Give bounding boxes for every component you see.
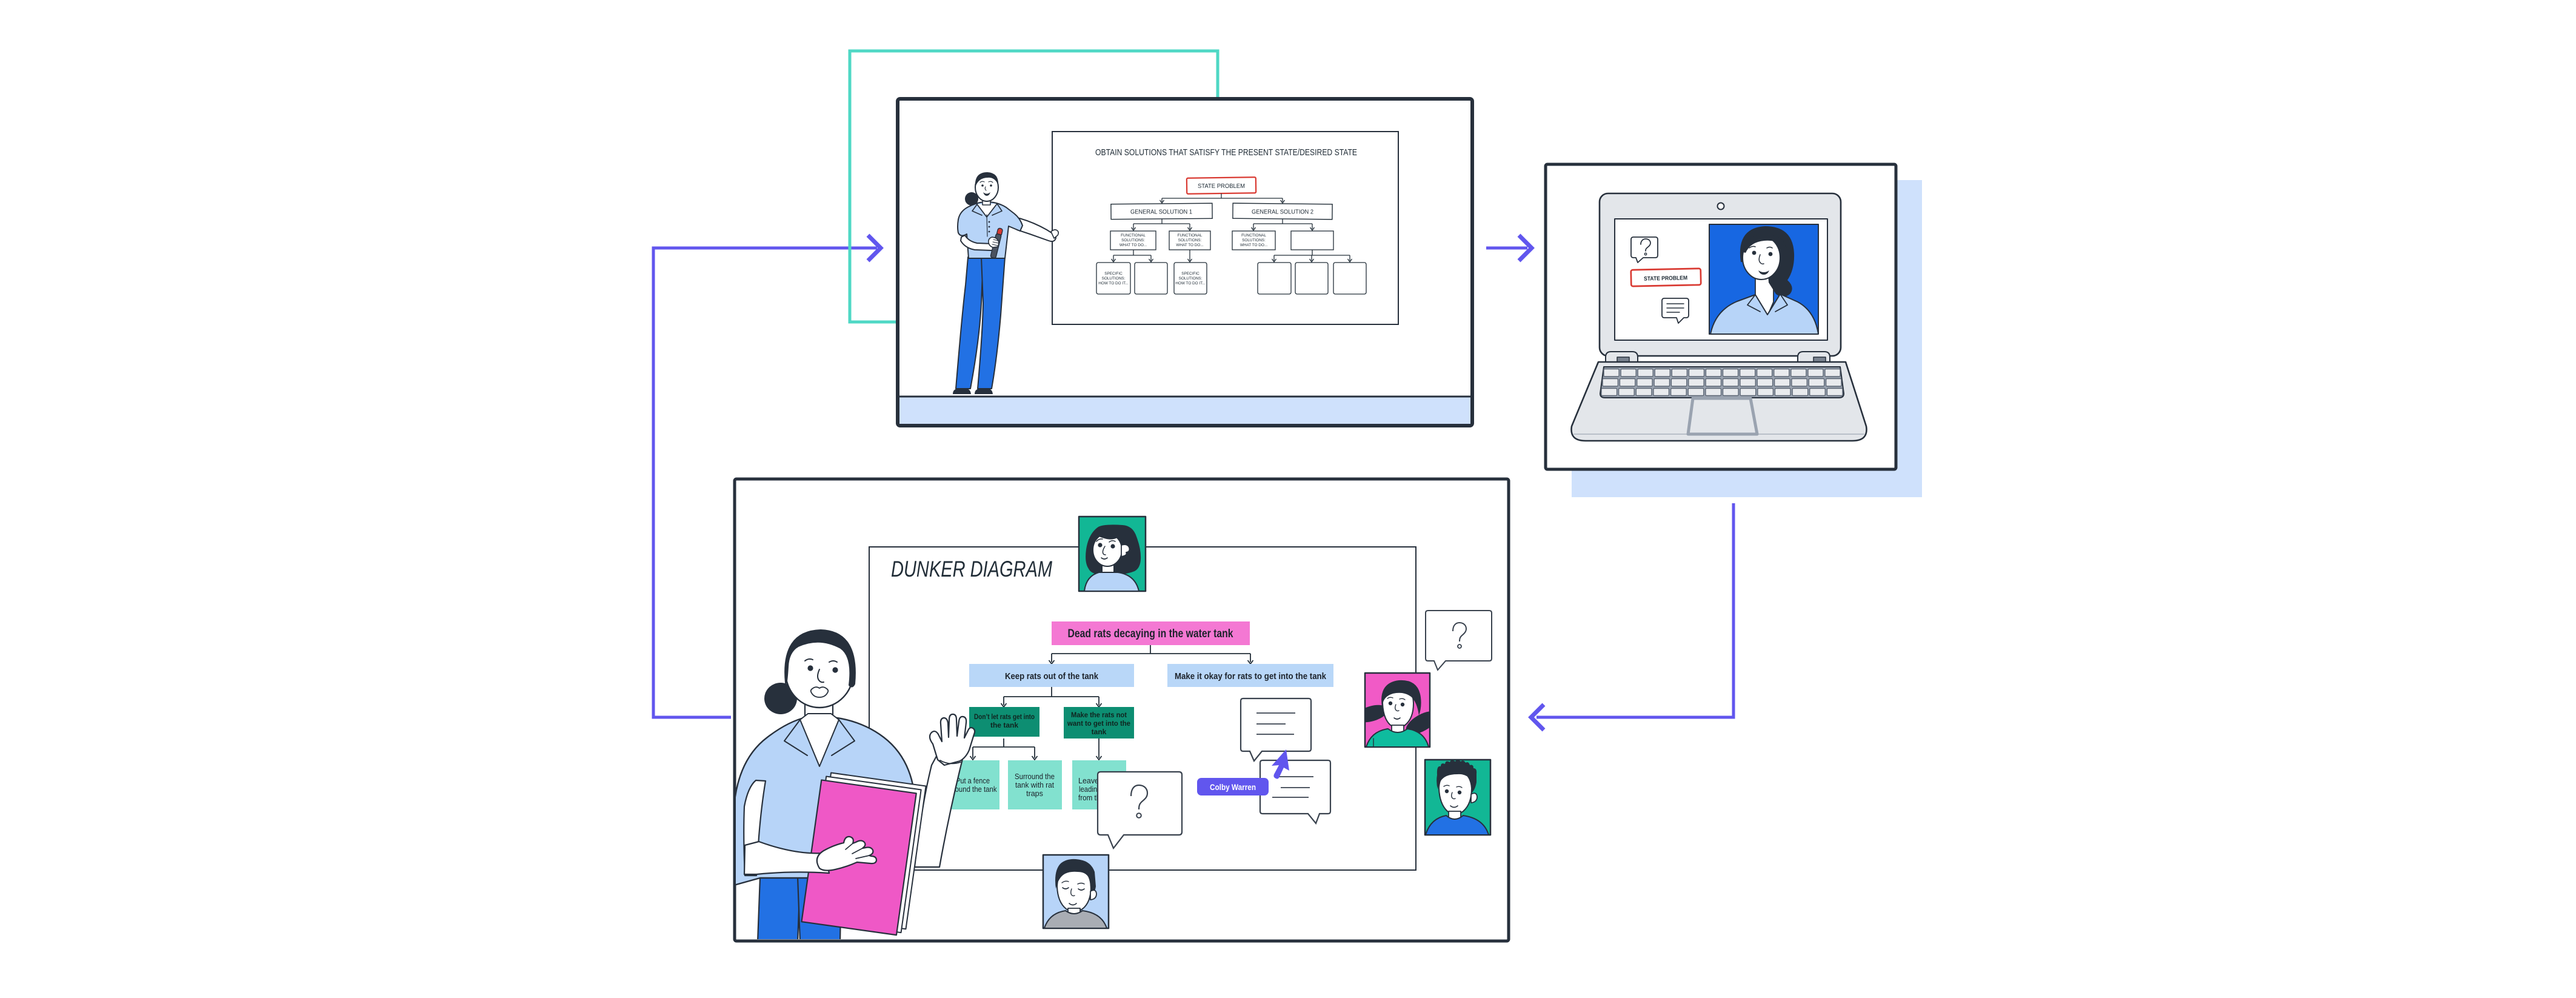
svg-text:Keep rats out of the tank: Keep rats out of the tank bbox=[1005, 671, 1099, 682]
svg-text:tank: tank bbox=[1092, 728, 1107, 736]
svg-text:Surround the: Surround the bbox=[1015, 772, 1055, 781]
svg-text:SOLUTIONS:: SOLUTIONS: bbox=[1179, 276, 1203, 281]
svg-text:the tank: the tank bbox=[990, 721, 1018, 729]
svg-text:STATE PROBLEM: STATE PROBLEM bbox=[1644, 275, 1687, 283]
svg-text:SOLUTIONS:: SOLUTIONS: bbox=[1178, 238, 1202, 243]
svg-text:want to get into the: want to get into the bbox=[1067, 719, 1130, 728]
svg-text:SOLUTIONS:: SOLUTIONS: bbox=[1102, 276, 1126, 281]
svg-text:FUNCTIONAL: FUNCTIONAL bbox=[1241, 233, 1266, 238]
svg-text:SPECIFIC: SPECIFIC bbox=[1104, 272, 1123, 276]
svg-text:WHAT TO DO...: WHAT TO DO... bbox=[1119, 243, 1147, 247]
svg-text:DUNKER DIAGRAM: DUNKER DIAGRAM bbox=[891, 557, 1052, 581]
svg-text:SOLUTIONS:: SOLUTIONS: bbox=[1121, 238, 1145, 243]
svg-text:Make the rats not: Make the rats not bbox=[1071, 711, 1127, 719]
svg-text:WHAT TO DO...: WHAT TO DO... bbox=[1240, 243, 1268, 247]
svg-text:FUNCTIONAL: FUNCTIONAL bbox=[1121, 233, 1146, 238]
svg-text:GENERAL SOLUTION 1: GENERAL SOLUTION 1 bbox=[1130, 209, 1192, 216]
svg-text:Put a fence: Put a fence bbox=[956, 777, 990, 785]
svg-text:HOW TO DO IT...: HOW TO DO IT... bbox=[1175, 281, 1206, 286]
svg-text:GENERAL SOLUTION 2: GENERAL SOLUTION 2 bbox=[1252, 209, 1313, 216]
svg-text:WHAT TO DO...: WHAT TO DO... bbox=[1176, 243, 1204, 247]
svg-text:SPECIFIC: SPECIFIC bbox=[1181, 272, 1200, 276]
svg-text:SOLUTIONS:: SOLUTIONS: bbox=[1242, 238, 1266, 243]
svg-text:around the tank: around the tank bbox=[949, 785, 998, 794]
svg-text:Colby Warren: Colby Warren bbox=[1210, 783, 1256, 792]
svg-text:traps: traps bbox=[1026, 789, 1043, 798]
svg-text:OBTAIN SOLUTIONS THAT SATISFY: OBTAIN SOLUTIONS THAT SATISFY THE PRESEN… bbox=[1095, 148, 1357, 158]
svg-text:Make it okay for rats to get i: Make it okay for rats to get into the ta… bbox=[1175, 671, 1327, 682]
svg-text:FUNCTIONAL: FUNCTIONAL bbox=[1178, 233, 1203, 238]
svg-text:tank with rat: tank with rat bbox=[1015, 781, 1054, 789]
svg-text:HOW TO DO IT...: HOW TO DO IT... bbox=[1098, 281, 1129, 286]
svg-text:Don’t let rats get into: Don’t let rats get into bbox=[974, 712, 1035, 721]
svg-text:Dead rats decaying in the wate: Dead rats decaying in the water tank bbox=[1068, 628, 1233, 640]
svg-text:STATE PROBLEM: STATE PROBLEM bbox=[1198, 183, 1245, 190]
